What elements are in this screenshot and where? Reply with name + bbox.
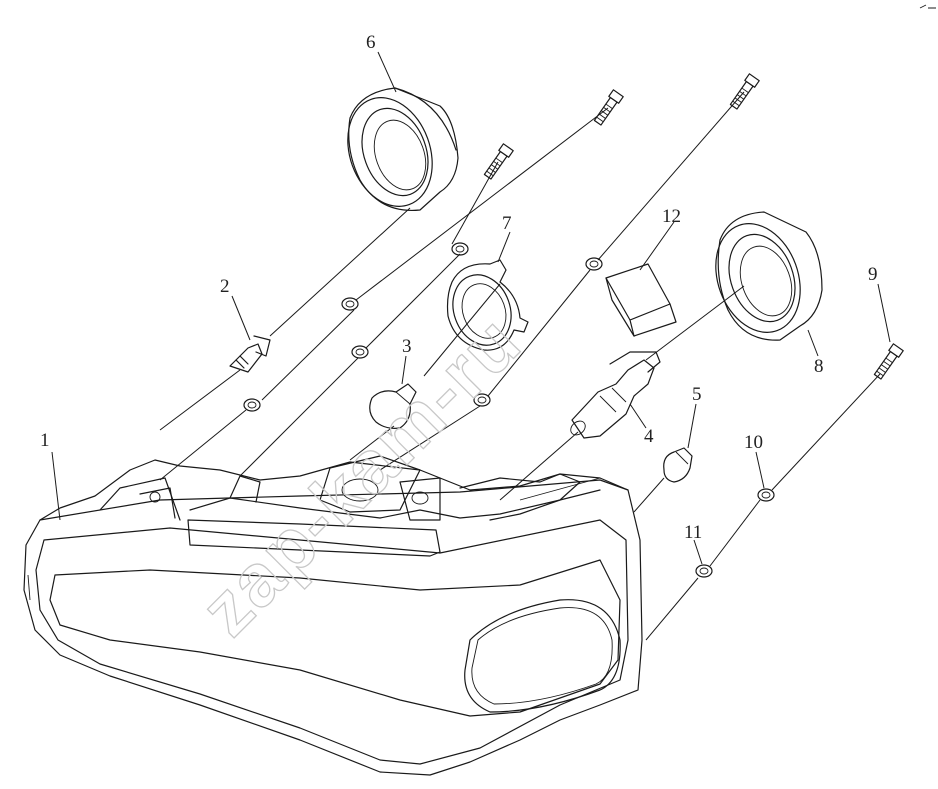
dust-cover-low-beam <box>715 211 823 341</box>
washer <box>451 242 469 256</box>
callout-12: 12 <box>662 206 681 227</box>
bulb-small <box>229 335 271 373</box>
callout-5: 5 <box>692 384 702 405</box>
bulb-position <box>369 383 417 429</box>
washer <box>243 398 261 412</box>
callout-9: 9 <box>868 264 878 285</box>
callout-11: 11 <box>684 522 702 543</box>
callout-8: 8 <box>814 356 824 377</box>
washer <box>341 297 359 311</box>
dust-cover-high-beam <box>347 87 459 212</box>
callout-3: 3 <box>402 336 412 357</box>
corner-mark <box>919 4 936 9</box>
washers <box>243 242 775 578</box>
bulb-indicator <box>663 447 693 483</box>
screw-9 <box>873 343 904 380</box>
screws <box>483 73 904 380</box>
callouts: 1 2 3 4 5 6 7 8 9 10 11 12 <box>40 32 891 565</box>
callout-1: 1 <box>40 430 50 451</box>
bulb-main <box>570 351 661 439</box>
washer <box>473 393 491 407</box>
callout-6: 6 <box>366 32 376 53</box>
bulb-holder <box>446 259 529 351</box>
callout-7: 7 <box>502 213 512 234</box>
washer-11 <box>695 564 713 578</box>
callout-4: 4 <box>644 426 654 447</box>
washer <box>351 345 369 359</box>
washer <box>585 257 603 271</box>
headlamp-housing <box>23 455 643 776</box>
assembly-lines <box>159 91 881 641</box>
callout-2: 2 <box>220 276 230 297</box>
washer-10 <box>757 488 775 502</box>
connector-block <box>605 263 677 337</box>
screw-2 <box>593 89 624 126</box>
callout-10: 10 <box>744 432 763 453</box>
